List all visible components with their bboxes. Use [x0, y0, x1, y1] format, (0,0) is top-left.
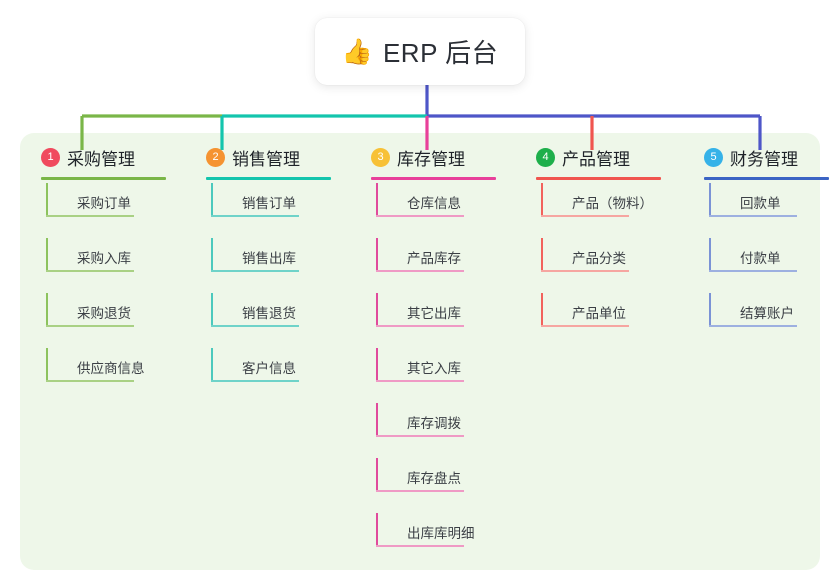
column-title-purchase: 采购管理: [67, 149, 135, 169]
column-finance: 5 财务管理回款单付款单结算账户: [683, 145, 829, 327]
leaf-rule: [709, 325, 797, 327]
leaf-rule: [376, 545, 464, 547]
leaf-stem: [211, 183, 213, 217]
leaf-rule: [46, 380, 134, 382]
column-rule-purchase: [41, 177, 166, 180]
column-badge-sales: 2: [206, 147, 225, 167]
leaf-rule: [211, 325, 299, 327]
leaf-label: 产品分类: [572, 251, 626, 266]
leaf-rule: [376, 325, 464, 327]
leaf-label: 其它入库: [407, 361, 461, 376]
leaf-rule: [46, 215, 134, 217]
leaf-rule: [541, 270, 629, 272]
column-rule-finance: [704, 177, 829, 180]
leaf-label: 客户信息: [242, 361, 296, 376]
leaf-label: 采购订单: [77, 196, 131, 211]
leaf-stem: [46, 183, 48, 217]
leaf-stem: [376, 293, 378, 327]
leaf-label: 库存盘点: [407, 471, 461, 486]
leaf-stem: [541, 238, 543, 272]
leaf-label: 销售订单: [242, 196, 296, 211]
diagram-panel: [20, 133, 820, 570]
column-title-product: 产品管理: [562, 149, 630, 169]
leaf-label: 库存调拨: [407, 416, 461, 431]
leaf-stem: [46, 348, 48, 382]
column-rule-product: [536, 177, 661, 180]
column-title-inventory: 库存管理: [397, 149, 465, 169]
leaf-stem: [46, 238, 48, 272]
leaf-rule: [376, 435, 464, 437]
leaf-stem: [211, 293, 213, 327]
leaf-stem: [709, 238, 711, 272]
leaf-stem: [709, 183, 711, 217]
leaf-stem: [709, 293, 711, 327]
leaf-label: 产品库存: [407, 251, 461, 266]
leaf-stem: [376, 513, 378, 547]
leaf-rule: [46, 325, 134, 327]
leaf-label: 销售出库: [242, 251, 296, 266]
leaf-label: 回款单: [740, 196, 781, 211]
column-rule-sales: [206, 177, 331, 180]
root-node-card[interactable]: 👍 ERP 后台: [315, 18, 525, 85]
column-badge-finance: 5: [704, 147, 723, 167]
leaf-rule: [376, 215, 464, 217]
leaf-label: 供应商信息: [77, 361, 145, 376]
leaf-stem: [211, 238, 213, 272]
thumbs-up-icon: 👍: [341, 37, 373, 66]
column-badge-inventory: 3: [371, 147, 390, 167]
leaf-stem: [376, 348, 378, 382]
leaf-rule: [211, 270, 299, 272]
leaf-rule: [376, 490, 464, 492]
leaf-label: 采购入库: [77, 251, 131, 266]
leaf-label: 出库库明细: [407, 526, 475, 541]
column-sales: 2 销售管理销售订单销售出库销售退货客户信息: [185, 145, 331, 382]
leaf-label: 产品单位: [572, 306, 626, 321]
leaf-rule: [376, 380, 464, 382]
leaf-stem: [376, 403, 378, 437]
column-title-sales: 销售管理: [232, 149, 300, 169]
leaf-stem: [46, 293, 48, 327]
leaf-rule: [541, 325, 629, 327]
leaf-rule: [211, 215, 299, 217]
leaf-stem: [376, 183, 378, 217]
column-header-product[interactable]: 4 产品管理: [515, 145, 630, 169]
column-header-purchase[interactable]: 1 采购管理: [20, 145, 135, 169]
column-product: 4 产品管理产品（物料） 产品分类产品单位: [515, 145, 661, 327]
column-rule-inventory: [371, 177, 496, 180]
column-badge-product: 4: [536, 147, 555, 167]
leaf-label: 销售退货: [242, 306, 296, 321]
column-badge-purchase: 1: [41, 147, 60, 167]
leaf-stem: [376, 238, 378, 272]
leaf-rule: [541, 215, 629, 217]
leaf-label: 仓库信息: [407, 196, 461, 211]
column-purchase: 1 采购管理采购订单采购入库采购退货供应商信息: [20, 145, 166, 382]
page-title: ERP 后台: [382, 38, 499, 68]
leaf-rule: [376, 270, 464, 272]
leaf-label: 付款单: [740, 251, 781, 266]
column-header-inventory[interactable]: 3 库存管理: [350, 145, 465, 169]
leaf-label: 采购退货: [77, 306, 131, 321]
leaf-label: 结算账户: [740, 306, 794, 321]
column-inventory: 3 库存管理仓库信息产品库存其它出库其它入库库存调拨库存盘点出库库明细: [350, 145, 496, 547]
leaf-rule: [211, 380, 299, 382]
leaf-label: 其它出库: [407, 306, 461, 321]
leaf-stem: [541, 293, 543, 327]
leaf-rule: [709, 215, 797, 217]
leaf-stem: [376, 458, 378, 492]
column-header-sales[interactable]: 2 销售管理: [185, 145, 300, 169]
leaf-stem: [211, 348, 213, 382]
leaf-label: 产品（物料）: [572, 196, 653, 211]
leaf-stem: [541, 183, 543, 217]
leaf-rule: [709, 270, 797, 272]
column-header-finance[interactable]: 5 财务管理: [683, 145, 798, 169]
column-title-finance: 财务管理: [730, 149, 798, 169]
leaf-rule: [46, 270, 134, 272]
